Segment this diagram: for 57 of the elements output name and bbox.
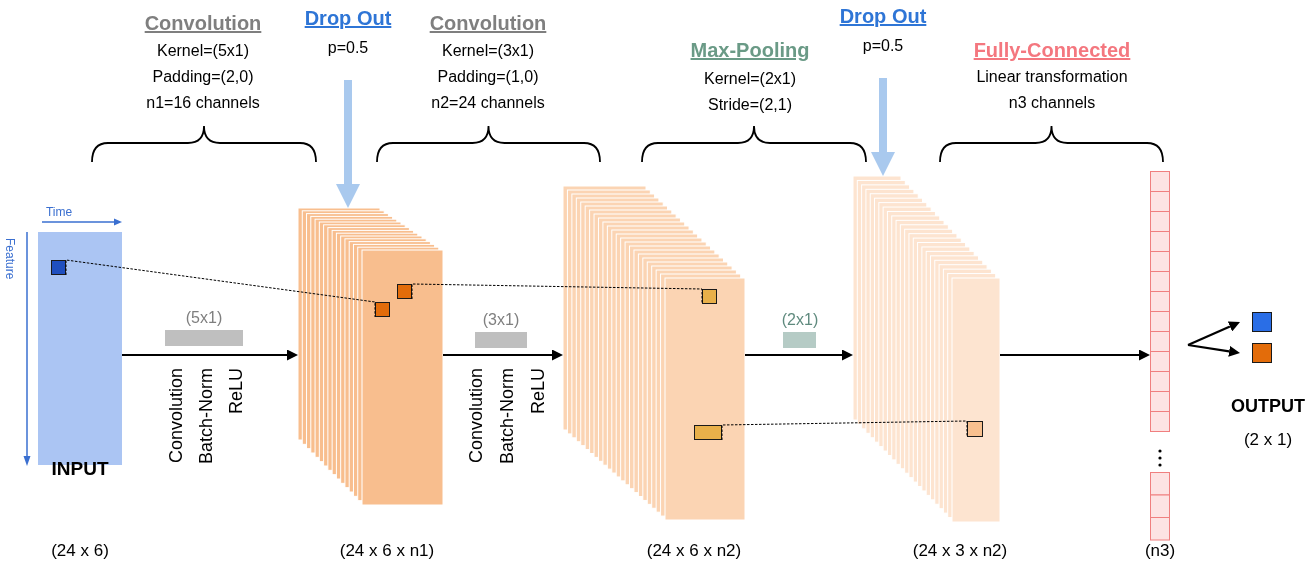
dimension-text: (n3) bbox=[1143, 540, 1177, 562]
kernel-bar bbox=[165, 330, 243, 346]
parameter-text: p=0.5 bbox=[327, 38, 369, 58]
operation-label: Batch-Norm bbox=[496, 368, 518, 467]
kernel-size-text: (2x1) bbox=[780, 310, 820, 330]
arrow bbox=[122, 349, 298, 361]
parameter-text: Time bbox=[44, 204, 74, 221]
layer-heading: Drop Out bbox=[839, 4, 927, 29]
kernel-square bbox=[375, 302, 390, 317]
kernel-square bbox=[51, 260, 66, 275]
kernel-square bbox=[967, 421, 983, 437]
projection-line bbox=[721, 420, 968, 441]
operation-label: Convolution bbox=[165, 368, 187, 466]
operation-label: Convolution bbox=[465, 368, 487, 466]
layer-heading: Fully-Connected bbox=[972, 38, 1132, 63]
parameter-text: Padding=(1,0) bbox=[436, 67, 540, 87]
kernel-bar bbox=[475, 332, 527, 348]
parameter-text: n1=16 channels bbox=[145, 93, 261, 113]
parameter-text: n3 channels bbox=[1007, 93, 1097, 113]
operation-label: ReLU bbox=[527, 368, 549, 417]
dimension-text: (24 x 6 x n2) bbox=[645, 540, 743, 562]
arrow bbox=[443, 349, 563, 361]
layer-heading: Convolution bbox=[428, 11, 548, 36]
operation-label: ReLU bbox=[225, 368, 247, 417]
layer-heading: Max-Pooling bbox=[689, 38, 811, 63]
projection-line bbox=[411, 283, 703, 305]
layer-heading: Drop Out bbox=[304, 6, 392, 31]
dimension-text: (24 x 3 x n2) bbox=[911, 540, 1009, 562]
parameter-text: Kernel=(2x1) bbox=[702, 69, 797, 89]
parameter-text: n2=24 channels bbox=[430, 93, 546, 113]
parameter-text: OUTPUT bbox=[1230, 395, 1306, 418]
axis-label: Feature bbox=[2, 238, 18, 280]
output-square bbox=[1252, 343, 1272, 363]
parameter-text: Linear transformation bbox=[975, 67, 1129, 87]
arrow bbox=[1187, 343, 1240, 357]
dimension-text: (24 x 6 x n1) bbox=[338, 540, 436, 562]
parameter-text: Padding=(2,0) bbox=[151, 67, 255, 87]
output-square bbox=[1252, 312, 1272, 332]
arrow bbox=[745, 349, 853, 361]
arrow bbox=[1187, 321, 1240, 346]
parameter-text: (24 x 6) bbox=[50, 540, 110, 562]
kernel-square bbox=[694, 425, 722, 440]
kernel-square bbox=[702, 289, 717, 304]
kernel-square bbox=[397, 284, 412, 299]
kernel-size-text: (5x1) bbox=[184, 308, 224, 328]
parameter-text: p=0.5 bbox=[862, 36, 904, 56]
parameter-text: Kernel=(5x1) bbox=[155, 41, 250, 61]
kernel-size-text: (3x1) bbox=[481, 310, 521, 330]
projection-line bbox=[65, 259, 376, 318]
operation-label: Batch-Norm bbox=[195, 368, 217, 467]
layer-name: INPUT bbox=[50, 457, 110, 481]
arrow bbox=[1000, 349, 1150, 361]
kernel-bar bbox=[783, 332, 816, 348]
parameter-text: Stride=(2,1) bbox=[706, 95, 793, 115]
parameter-text: Kernel=(3x1) bbox=[440, 41, 535, 61]
layer-heading: Convolution bbox=[143, 11, 263, 36]
parameter-text: (2 x 1) bbox=[1242, 429, 1294, 451]
